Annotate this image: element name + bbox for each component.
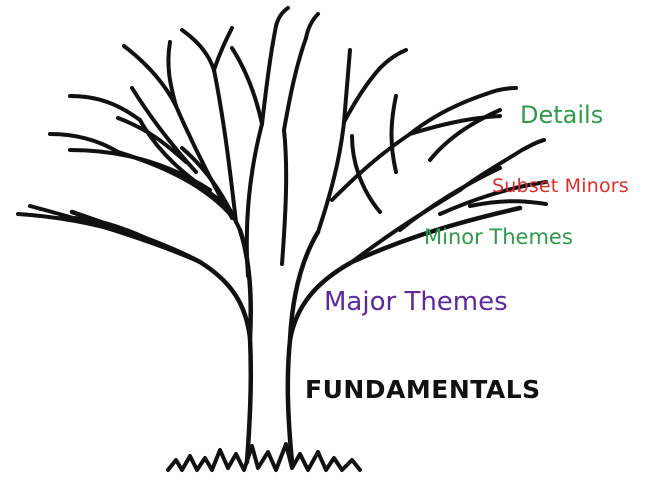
label-subset-minors: Subset Minors [492, 177, 629, 196]
label-fundamentals: FUNDAMENTALS [305, 377, 541, 402]
label-details: Details [520, 103, 603, 127]
central-branches [232, 8, 318, 276]
label-major-themes: Major Themes [324, 289, 508, 315]
tree-roots [168, 444, 360, 470]
left-branches [18, 28, 240, 262]
label-minor-themes: Minor Themes [424, 227, 573, 248]
